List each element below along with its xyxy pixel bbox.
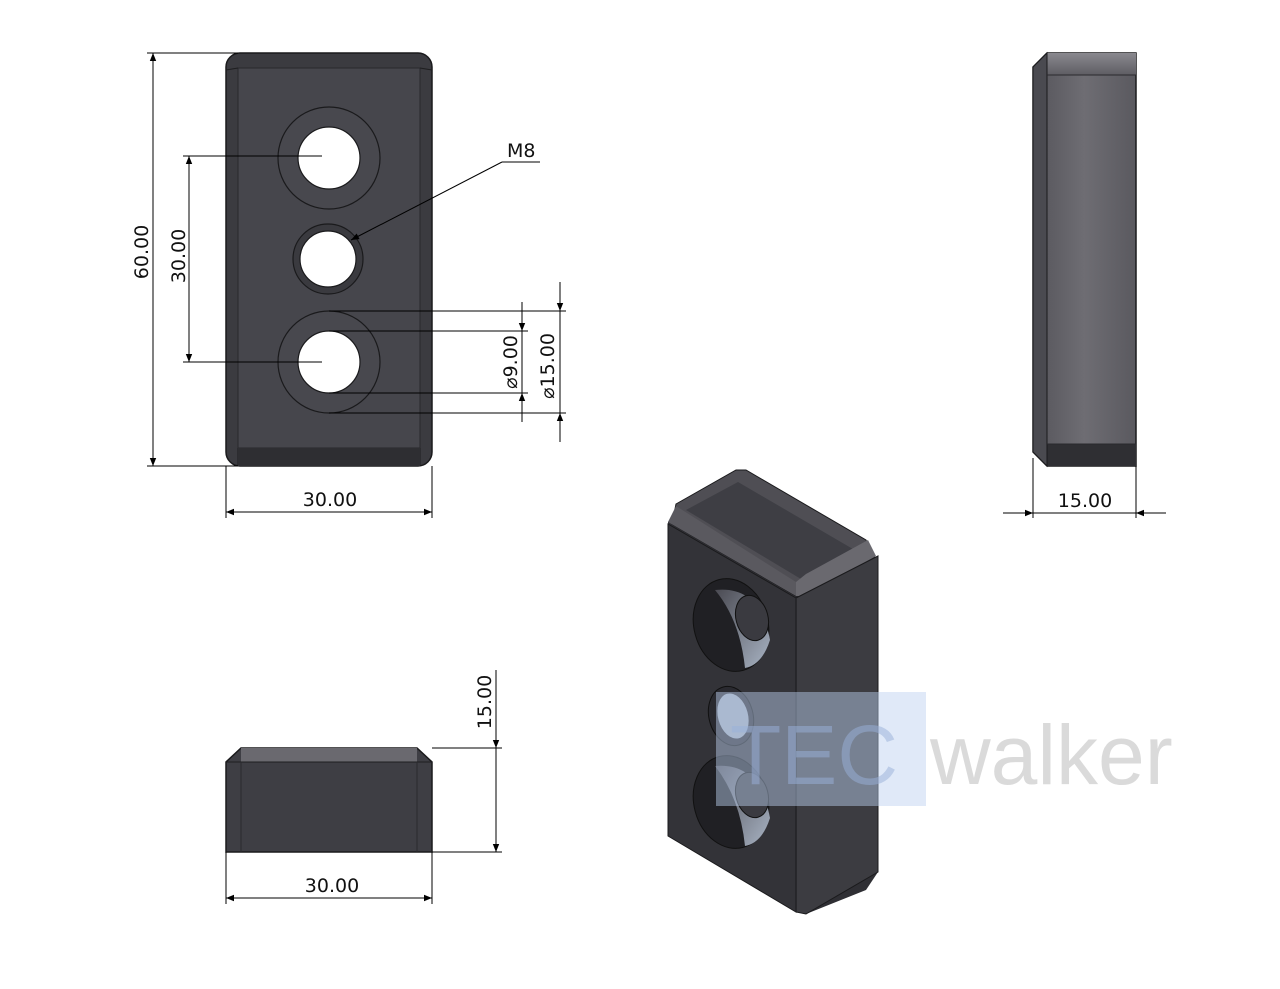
iso-hole-middle: [707, 685, 755, 747]
watermark-logo: TEC walker: [716, 692, 1173, 806]
watermark-text-walker: walker: [929, 708, 1173, 802]
dim-label-bottom-height: 15.00: [474, 675, 496, 729]
front-view: 60.00 30.00 30.00 M8: [131, 52, 566, 518]
dim-label-hole-spacing: 30.00: [168, 229, 190, 283]
iso-hole-top: [692, 578, 770, 672]
threaded-hole-m8: [292, 223, 364, 295]
dimension-bottom-width: 30.00: [225, 852, 433, 904]
bottom-view: 15.00 30.00: [225, 670, 502, 904]
dim-label-counterbore-diameter: ⌀15.00: [537, 333, 559, 399]
dim-label-hole-diameter: ⌀9.00: [500, 335, 522, 389]
iso-hole-bottom: [692, 755, 770, 849]
dimension-counterbore-diameter: ⌀15.00: [329, 282, 566, 442]
dim-label-side-thickness: 15.00: [1058, 490, 1112, 512]
counterbore-hole-top: [277, 106, 381, 210]
dimension-bottom-height: 15.00: [432, 670, 502, 853]
dimension-hole-spacing: 30.00: [168, 155, 322, 363]
dimension-overall-height: 60.00: [131, 52, 238, 467]
dim-label-front-width: 30.00: [303, 489, 357, 511]
dimension-front-width: 30.00: [225, 466, 433, 518]
isometric-view: [667, 469, 879, 915]
watermark-text-tec: TEC: [730, 708, 898, 802]
callout-label-m8: M8: [507, 140, 535, 162]
callout-thread-m8: M8: [350, 140, 540, 241]
dim-label-overall-height: 60.00: [131, 225, 153, 279]
dimension-hole-diameter: ⌀9.00: [329, 302, 528, 422]
side-view: 15.00: [1003, 51, 1166, 518]
dimension-side-thickness: 15.00: [1003, 458, 1166, 518]
dim-label-bottom-width: 30.00: [305, 875, 359, 897]
